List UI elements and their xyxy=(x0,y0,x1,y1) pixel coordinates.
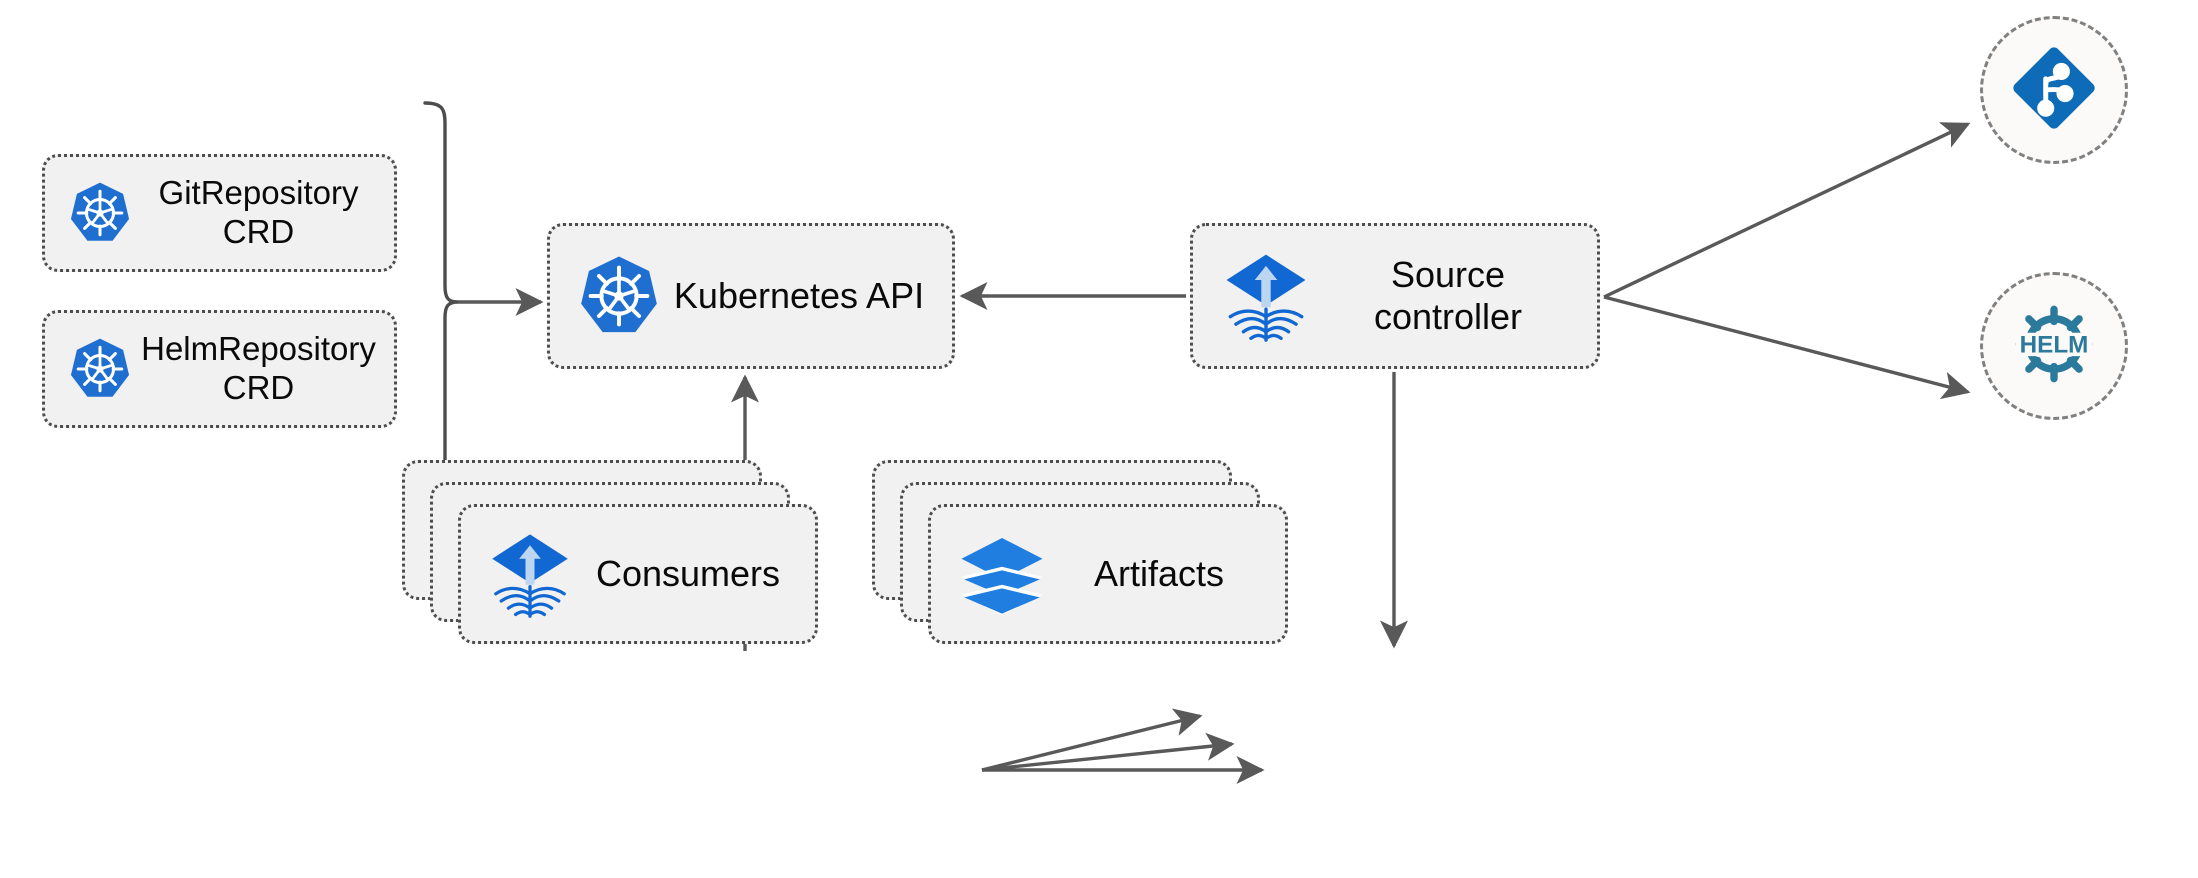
helm-wordmark: HELM xyxy=(2020,331,2089,358)
node-artifacts[interactable]: Artifacts xyxy=(928,504,1288,644)
edge-consumers-to-artifacts-2 xyxy=(981,732,1235,772)
node-label: Kubernetes API xyxy=(673,274,925,316)
crd-group-brace xyxy=(423,101,459,497)
node-consumers[interactable]: Consumers xyxy=(458,504,818,644)
node-label: GitRepository CRD xyxy=(158,174,359,250)
node-source-controller[interactable]: Source controller xyxy=(1190,223,1600,369)
node-label: Consumers xyxy=(595,552,781,594)
node-helmrepository-crd[interactable]: HelmRepository CRD xyxy=(42,310,397,428)
edge-source-controller-to-helm xyxy=(1603,295,1971,400)
node-kubernetes-api[interactable]: Kubernetes API xyxy=(547,223,955,369)
node-label: Source controller xyxy=(1373,253,1523,337)
flux-icon xyxy=(1219,249,1313,343)
node-helm-provider[interactable]: HELM xyxy=(1980,272,2128,420)
kubernetes-icon xyxy=(67,180,133,246)
helm-icon: HELM xyxy=(2002,292,2106,401)
edge-consumers-to-artifacts-1 xyxy=(981,708,1203,772)
git-icon xyxy=(2008,42,2100,139)
kubernetes-icon xyxy=(67,336,133,402)
layers-icon xyxy=(957,529,1047,619)
node-gitrepository-crd[interactable]: GitRepository CRD xyxy=(42,154,397,272)
flux-icon xyxy=(485,529,575,619)
node-label: HelmRepository CRD xyxy=(141,330,376,406)
kubernetes-icon xyxy=(576,253,662,339)
node-label: Artifacts xyxy=(1093,552,1225,594)
node-git-provider[interactable] xyxy=(1980,16,2128,164)
edge-source-controller-to-git xyxy=(1603,122,1971,299)
